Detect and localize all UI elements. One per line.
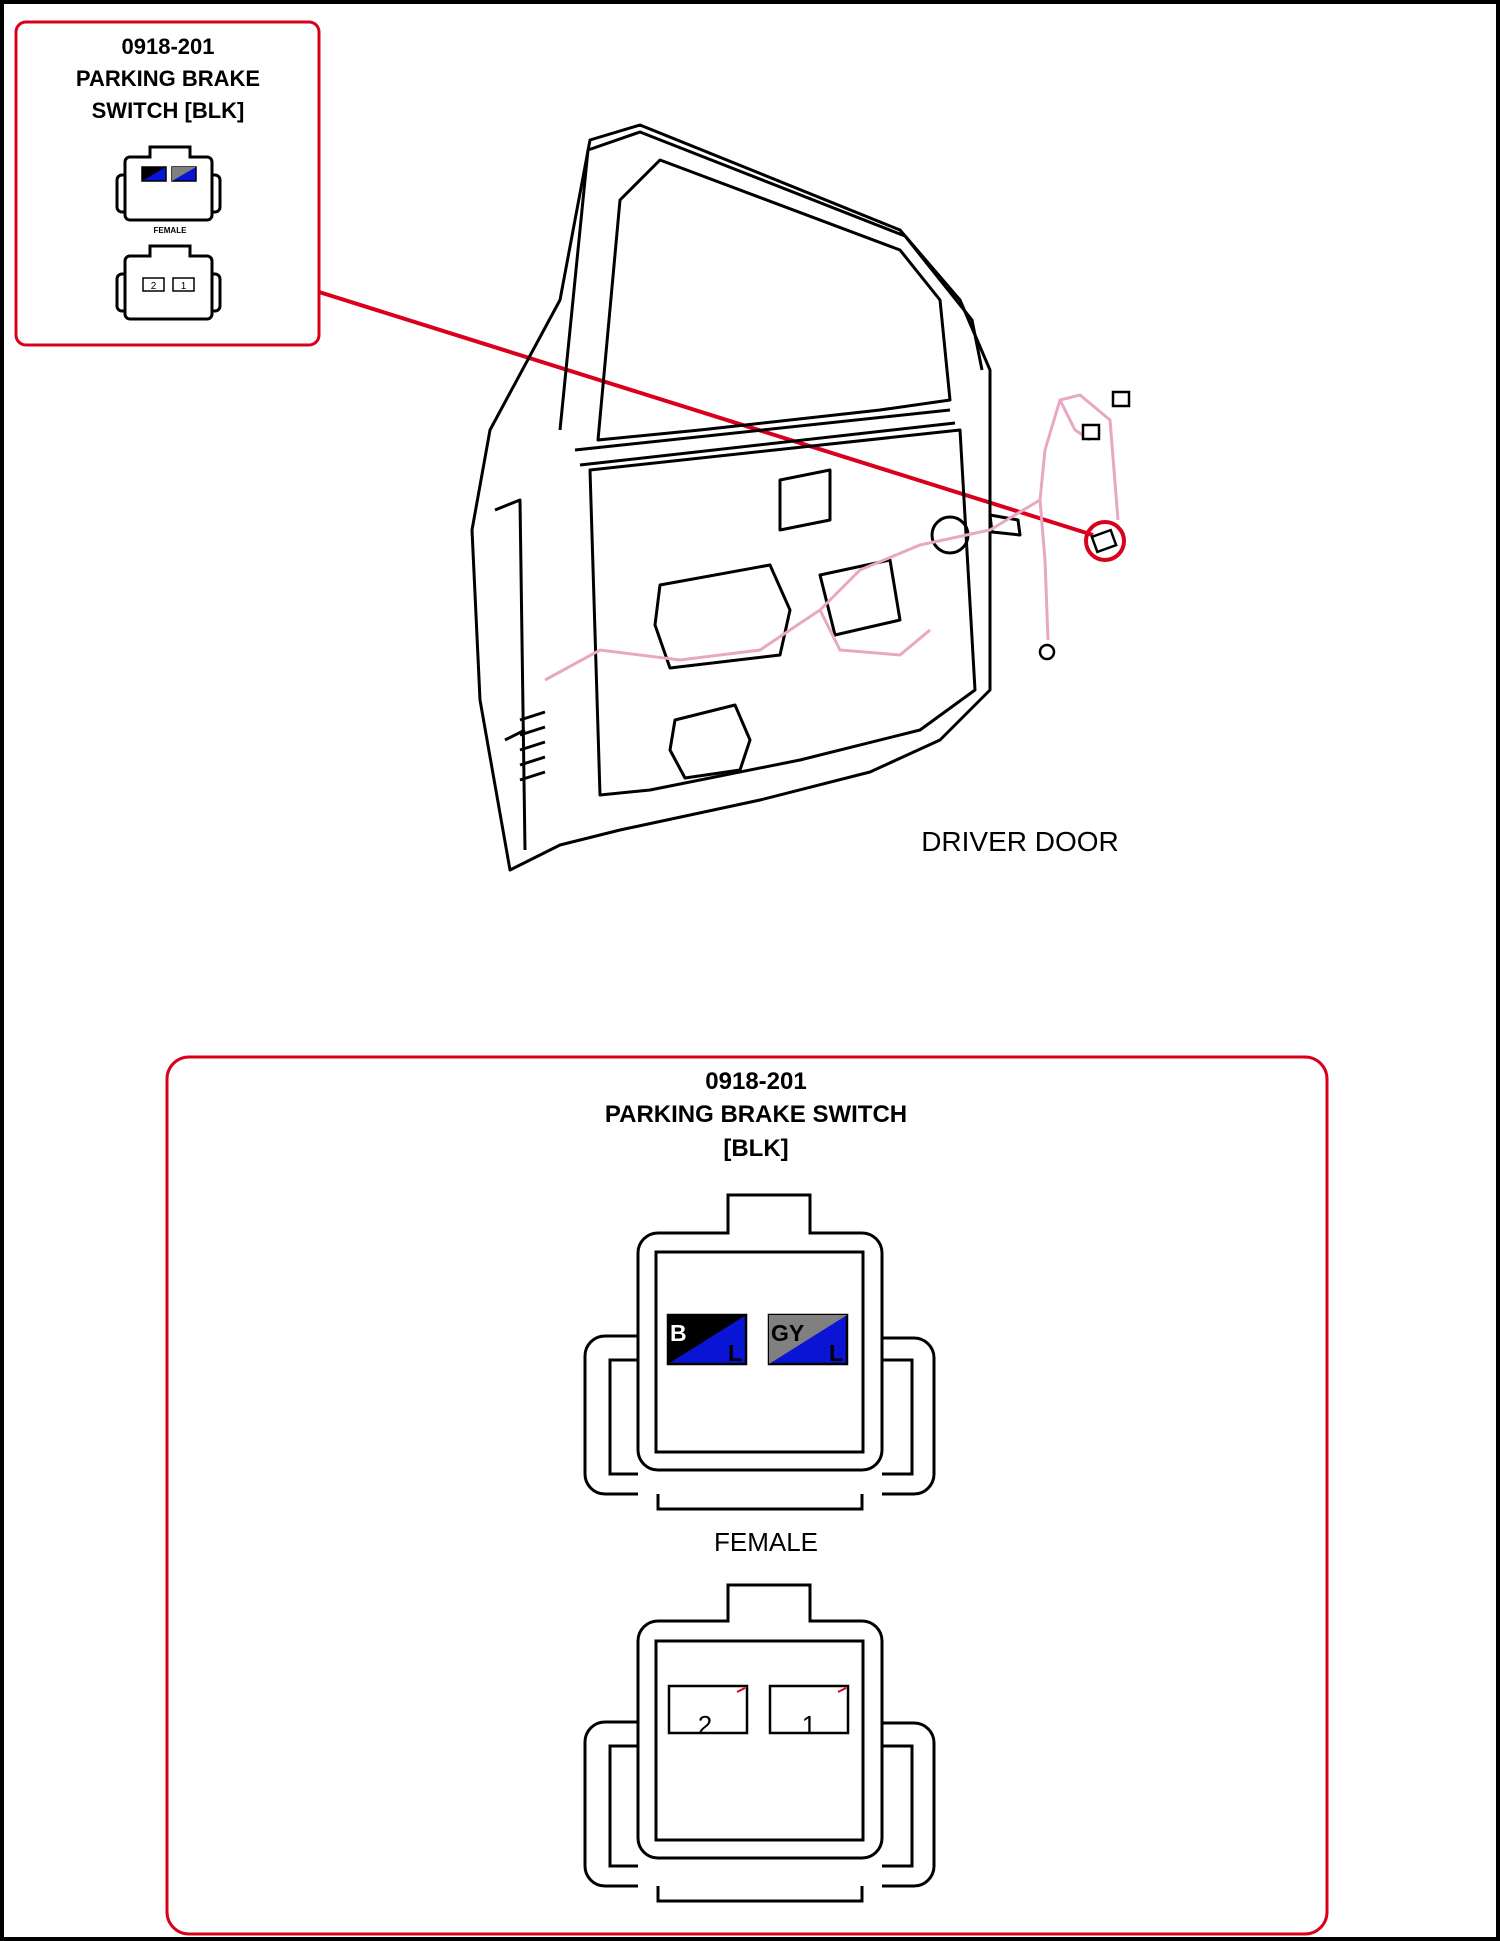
terminal-b-l-stripe: L <box>728 1340 742 1366</box>
large-connector-face <box>583 1193 936 1511</box>
terminal-gy-l: GY L <box>767 1313 849 1366</box>
small-face-terminal-gy-l-gray <box>172 167 196 181</box>
wiring-harness <box>544 393 1120 682</box>
terminal-gy-l-stripe: L <box>829 1340 843 1366</box>
terminal-b-l: B L <box>666 1313 748 1366</box>
terminal-gy-l-main: GY <box>771 1320 804 1346</box>
small-connector-pins <box>115 244 222 321</box>
large-callout-part-number: 0918-201 <box>705 1068 806 1095</box>
pin-1: 1 <box>768 1684 850 1740</box>
pin-1-label: 1 <box>802 1710 816 1740</box>
door-outline <box>470 123 1022 872</box>
small-pin-2-box <box>142 277 165 292</box>
small-pin-1-box <box>172 277 195 292</box>
pin-2-label: 2 <box>698 1710 712 1740</box>
large-female-label: FEMALE <box>714 1527 818 1557</box>
large-callout-name-line2: [BLK] <box>723 1135 788 1162</box>
pin-2: 2 <box>667 1684 749 1740</box>
harness-connectors <box>1038 390 1131 661</box>
highlighted-connector <box>1090 528 1118 554</box>
large-connector-pins <box>583 1583 936 1903</box>
callout-leader-line <box>318 290 1094 537</box>
terminal-b-l-main: B <box>670 1320 687 1346</box>
driver-door-illustration <box>470 123 1131 872</box>
large-callout-name-line1: PARKING BRAKE SWITCH <box>605 1101 907 1128</box>
large-callout-border <box>165 1055 1329 1936</box>
small-female-label: FEMALE <box>154 226 188 235</box>
small-face-terminal-b-l-black <box>142 167 166 181</box>
small-callout-part-number: 0918-201 <box>122 34 215 59</box>
large-callout[interactable]: 0918-201 PARKING BRAKE SWITCH [BLK] B L … <box>165 1055 1329 1936</box>
small-pin-1-label: 1 <box>181 281 187 292</box>
small-callout[interactable]: 0918-201 PARKING BRAKE SWITCH [BLK] FEMA… <box>14 20 321 347</box>
highlight-ring <box>1084 520 1126 562</box>
driver-door-label: DRIVER DOOR <box>921 826 1119 857</box>
small-callout-name-line1: PARKING BRAKE <box>76 66 260 91</box>
small-callout-name-line2: SWITCH [BLK] <box>92 98 245 123</box>
small-callout-border <box>14 20 321 347</box>
small-pin-2-label: 2 <box>151 281 157 292</box>
small-connector-face <box>115 145 222 222</box>
